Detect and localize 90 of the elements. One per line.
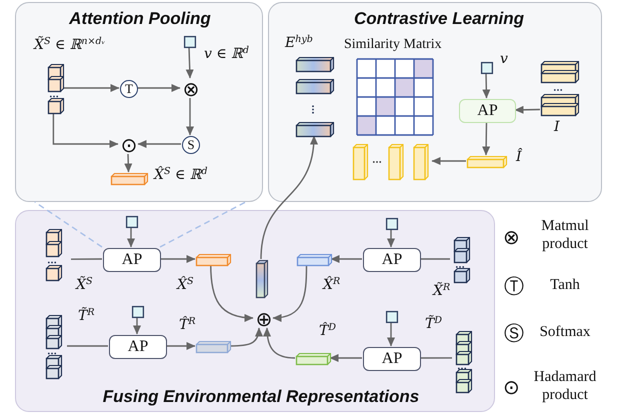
arrow — [482, 72, 490, 98]
feature-bar — [296, 353, 331, 365]
legend-text: Tanh — [549, 276, 581, 294]
panel — [15, 210, 495, 412]
feature-bar — [467, 156, 507, 168]
legend-text: Hadamard product — [532, 368, 598, 404]
variable-label: T̂$^{R}$ — [179, 317, 196, 334]
operator-symbol: ⊕ — [254, 309, 274, 329]
connector-line — [420, 357, 452, 359]
feature-bar — [297, 254, 332, 266]
legend-text: Softmax — [538, 323, 592, 341]
operator-symbol: Ⓢ — [504, 323, 524, 343]
query-square — [184, 36, 196, 48]
cube-stack — [48, 64, 64, 114]
arrow — [138, 140, 181, 148]
feature-bar — [196, 341, 231, 353]
variable-label: X̂$^{S}$ ∈ ℝ$^{d}$ — [154, 167, 208, 184]
variable-label: X̃$^{R}$ — [433, 283, 450, 300]
arrow — [387, 322, 395, 346]
dashed-guide-line — [160, 201, 246, 248]
arrow — [330, 255, 362, 263]
arrow — [230, 328, 262, 347]
arrow — [137, 84, 180, 92]
arrow — [124, 154, 132, 172]
arrow — [330, 354, 362, 362]
feature-bar — [196, 254, 231, 266]
connector-line — [420, 258, 450, 260]
arrow — [127, 227, 135, 248]
variable-label: I — [554, 119, 560, 136]
arrow — [63, 84, 120, 92]
cube-stack — [456, 331, 472, 393]
variable-label: E$^{hyb}$ — [285, 35, 313, 52]
ap-box: AP — [109, 335, 167, 359]
ap-box: AP — [103, 248, 161, 272]
query-square — [386, 311, 398, 323]
operator-symbol: ⊙ — [503, 377, 520, 397]
query-square — [481, 62, 493, 74]
variable-label: T̃$^{D}$ — [425, 316, 442, 333]
variable-label: X̂$^{S}$ — [177, 277, 194, 294]
arrow — [166, 342, 196, 350]
feature-bar — [111, 173, 148, 185]
connector-line — [67, 345, 108, 347]
variable-label: X̃$^{S}$ — [76, 277, 92, 294]
dashed-guide-line — [34, 201, 102, 248]
matrix-heading: Similarity Matrix — [344, 37, 442, 53]
arrow — [186, 98, 194, 136]
arrow — [52, 113, 118, 148]
arrow — [514, 106, 540, 114]
ap-box: AP — [363, 248, 421, 272]
query-square — [126, 216, 138, 228]
variable-label: v ∈ ℝ$^{d}$ — [204, 46, 249, 63]
variable-label: T̃$^{R}$ — [78, 308, 95, 325]
ap-box: AP — [459, 99, 516, 123]
query-square — [132, 306, 144, 318]
cube-stack — [46, 229, 62, 281]
variable-label: X̃$^{S}$ ∈ ℝ$^{n×dᵥ}$ — [34, 37, 106, 54]
ap-box: AP — [363, 347, 421, 371]
cube-stack — [541, 61, 579, 116]
arrow — [133, 317, 141, 334]
arrow — [482, 122, 490, 156]
query-square — [386, 218, 398, 230]
panel-title: Contrastive Learning — [354, 9, 524, 29]
arrow — [432, 157, 466, 165]
panel — [268, 2, 602, 202]
operator-symbol: ⊗ — [503, 227, 520, 247]
arrow — [260, 136, 318, 260]
arrow — [186, 46, 194, 78]
operator-circle: T — [120, 80, 138, 98]
fused-feature-bar — [256, 260, 268, 298]
operator-symbol: ⊙ — [119, 135, 139, 155]
variable-label: X̂$^{R}$ — [323, 277, 340, 294]
cube-stack — [454, 237, 470, 283]
connector-line — [71, 258, 102, 260]
arrow — [263, 328, 296, 359]
operator-symbol: ⊗ — [181, 79, 201, 99]
variable-label: v — [500, 51, 508, 68]
panel-title: Attention Pooling — [69, 9, 211, 29]
operator-circle: S — [182, 136, 200, 154]
arrow — [210, 264, 254, 322]
cube-stack — [46, 315, 62, 379]
operator-symbol: Ⓣ — [504, 276, 524, 296]
arrow — [272, 265, 308, 322]
variable-label: T̂$^{D}$ — [319, 323, 336, 340]
panel — [15, 2, 263, 202]
panel-title: Fusing Environmental Representations — [102, 387, 420, 407]
arrow — [387, 229, 395, 248]
arrow — [160, 255, 196, 263]
embedding-stack — [296, 57, 334, 137]
variable-label: Î — [516, 149, 522, 166]
legend-text: Matmul product — [540, 217, 590, 253]
